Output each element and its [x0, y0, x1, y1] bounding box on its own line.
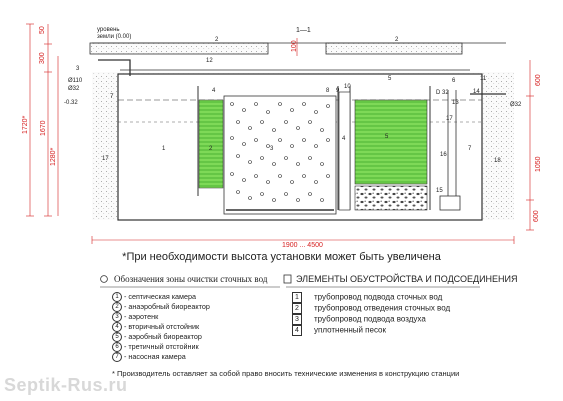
device-box-icon — [283, 274, 292, 284]
svg-text:17: 17 — [102, 156, 109, 162]
watermark-logo: Septik-Rus.ru — [4, 375, 128, 395]
svg-text:8: 8 — [326, 88, 330, 94]
svg-text:13: 13 — [452, 100, 459, 106]
zones-title: Обозначения зоны очистки сточных вод — [114, 274, 268, 284]
gravel-layer — [354, 185, 428, 211]
secondary-settler — [338, 91, 351, 211]
list-item: 7- насосная камера — [112, 352, 186, 363]
svg-text:1050: 1050 — [535, 156, 542, 172]
pump — [439, 195, 461, 211]
svg-text:3: 3 — [270, 146, 274, 152]
slab-right — [325, 42, 463, 55]
svg-text:2: 2 — [215, 37, 219, 43]
footer-note: * Производитель оставляет за собой право… — [112, 369, 460, 378]
section-mark: 1—1 — [296, 27, 311, 34]
svg-text:6: 6 — [452, 78, 456, 84]
pipe-d32-right: Ø32 — [510, 102, 522, 108]
svg-text:1720*: 1720* — [22, 115, 29, 134]
slab-left — [89, 42, 269, 55]
svg-text:1280*: 1280* — [50, 147, 57, 166]
dim-bottom: 1900 ... 4500 — [282, 242, 323, 249]
ground-label-2: земли (0.00) — [97, 34, 131, 40]
svg-text:5: 5 — [385, 134, 389, 140]
svg-text:11: 11 — [480, 76, 487, 82]
inlet-pipe — [98, 59, 131, 76]
note-main: *При необходимости высота установки може… — [122, 251, 441, 263]
svg-text:600: 600 — [535, 74, 542, 86]
svg-text:1670: 1670 — [40, 120, 47, 136]
svg-text:50: 50 — [39, 26, 46, 34]
svg-text:10: 10 — [344, 84, 351, 90]
svg-text:7: 7 — [110, 94, 114, 100]
aeration-bubbles — [230, 102, 330, 202]
pipe-d32-left: Ø32 — [68, 86, 80, 92]
dimension-text-left: 50 300 1720* 1670 1280* — [22, 26, 57, 166]
zone-circle-icon — [100, 275, 108, 283]
svg-text:2: 2 — [395, 37, 399, 43]
list-item: 2- анаэробный биореактор — [112, 302, 210, 313]
ground-label-1: уровень — [97, 27, 120, 33]
list-item: 4- вторичный отстойник — [112, 322, 199, 333]
svg-text:18: 18 — [494, 158, 501, 164]
anaerobic-bioreactor-media — [198, 99, 224, 189]
devices-title: ЭЛЕМЕНТЫ ОБУСТРОЙСТВА И ПОДСОЕДИНЕНИЯ — [296, 274, 518, 284]
dimension-text-right: 600 1050 600 — [533, 74, 542, 222]
dimension-line-bottom — [91, 236, 515, 244]
minus-032: -0.32 — [64, 100, 78, 106]
svg-text:16: 16 — [440, 152, 447, 158]
list-item: 1- септическая камера — [112, 292, 196, 303]
pipe-d110: Ø110 — [68, 78, 83, 84]
svg-text:7: 7 — [468, 146, 472, 152]
list-item: 3- аэротенк — [112, 312, 158, 323]
pipe-d32-top: D 32 — [436, 90, 449, 96]
svg-text:14: 14 — [473, 89, 480, 95]
svg-text:15: 15 — [436, 188, 443, 194]
svg-text:9: 9 — [336, 88, 340, 94]
svg-text:300: 300 — [39, 52, 46, 64]
svg-text:4: 4 — [342, 136, 346, 142]
list-item: 5- аэробный биореактор — [112, 332, 202, 343]
list-item: 6- третичный отстойник — [112, 342, 199, 353]
dimension-lines-right — [526, 60, 534, 231]
svg-text:4: 4 — [212, 88, 216, 94]
pump-riser — [447, 90, 457, 200]
svg-text:17: 17 — [446, 116, 453, 122]
aerotank — [223, 95, 337, 215]
dim-100: 100 — [291, 40, 298, 52]
callout-numbers: 2 2 3 4 5 6 7 8 9 10 11 12 13 14 15 16 1… — [76, 37, 501, 194]
svg-text:2: 2 — [209, 146, 213, 152]
svg-text:600: 600 — [533, 210, 540, 222]
svg-text:1: 1 — [162, 146, 166, 152]
dimension-lines-left — [26, 23, 59, 217]
svg-text:5: 5 — [388, 76, 392, 82]
aerobic-bioreactor-media — [354, 99, 428, 185]
svg-text:3: 3 — [76, 66, 80, 72]
svg-text:12: 12 — [206, 58, 213, 64]
